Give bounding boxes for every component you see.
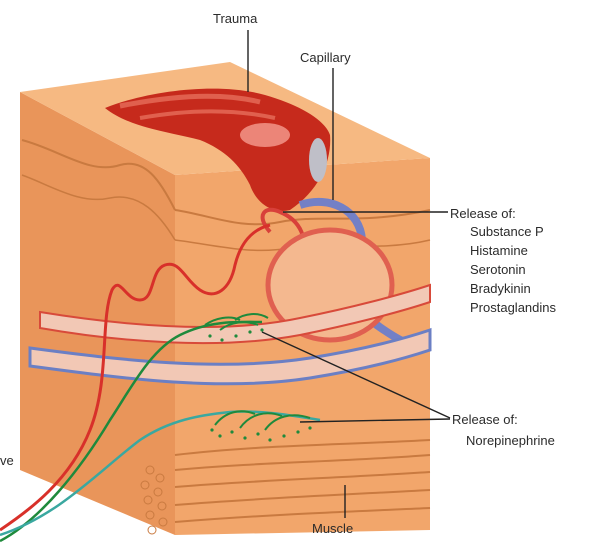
muscle-label: Muscle [312,519,353,538]
release-item-substance-p: Substance P [470,222,556,241]
nerve-label-partial: ve [0,451,14,470]
trauma-label: Trauma [213,9,257,28]
release-item-prostaglandins: Prostaglandins [470,298,556,317]
release-list-1: Substance P Histamine Serotonin Bradykin… [470,222,556,317]
release-heading-2: Release of: [452,410,518,429]
release-item-histamine: Histamine [470,241,556,260]
release-item-norepinephrine: Norepinephrine [466,431,555,450]
capillary-label: Capillary [300,48,351,67]
release-item-serotonin: Serotonin [470,260,556,279]
release-heading-1: Release of: [450,204,516,223]
trauma-wound-highlight [240,123,290,147]
release-item-bradykinin: Bradykinin [470,279,556,298]
capillary-bulge [309,138,327,182]
